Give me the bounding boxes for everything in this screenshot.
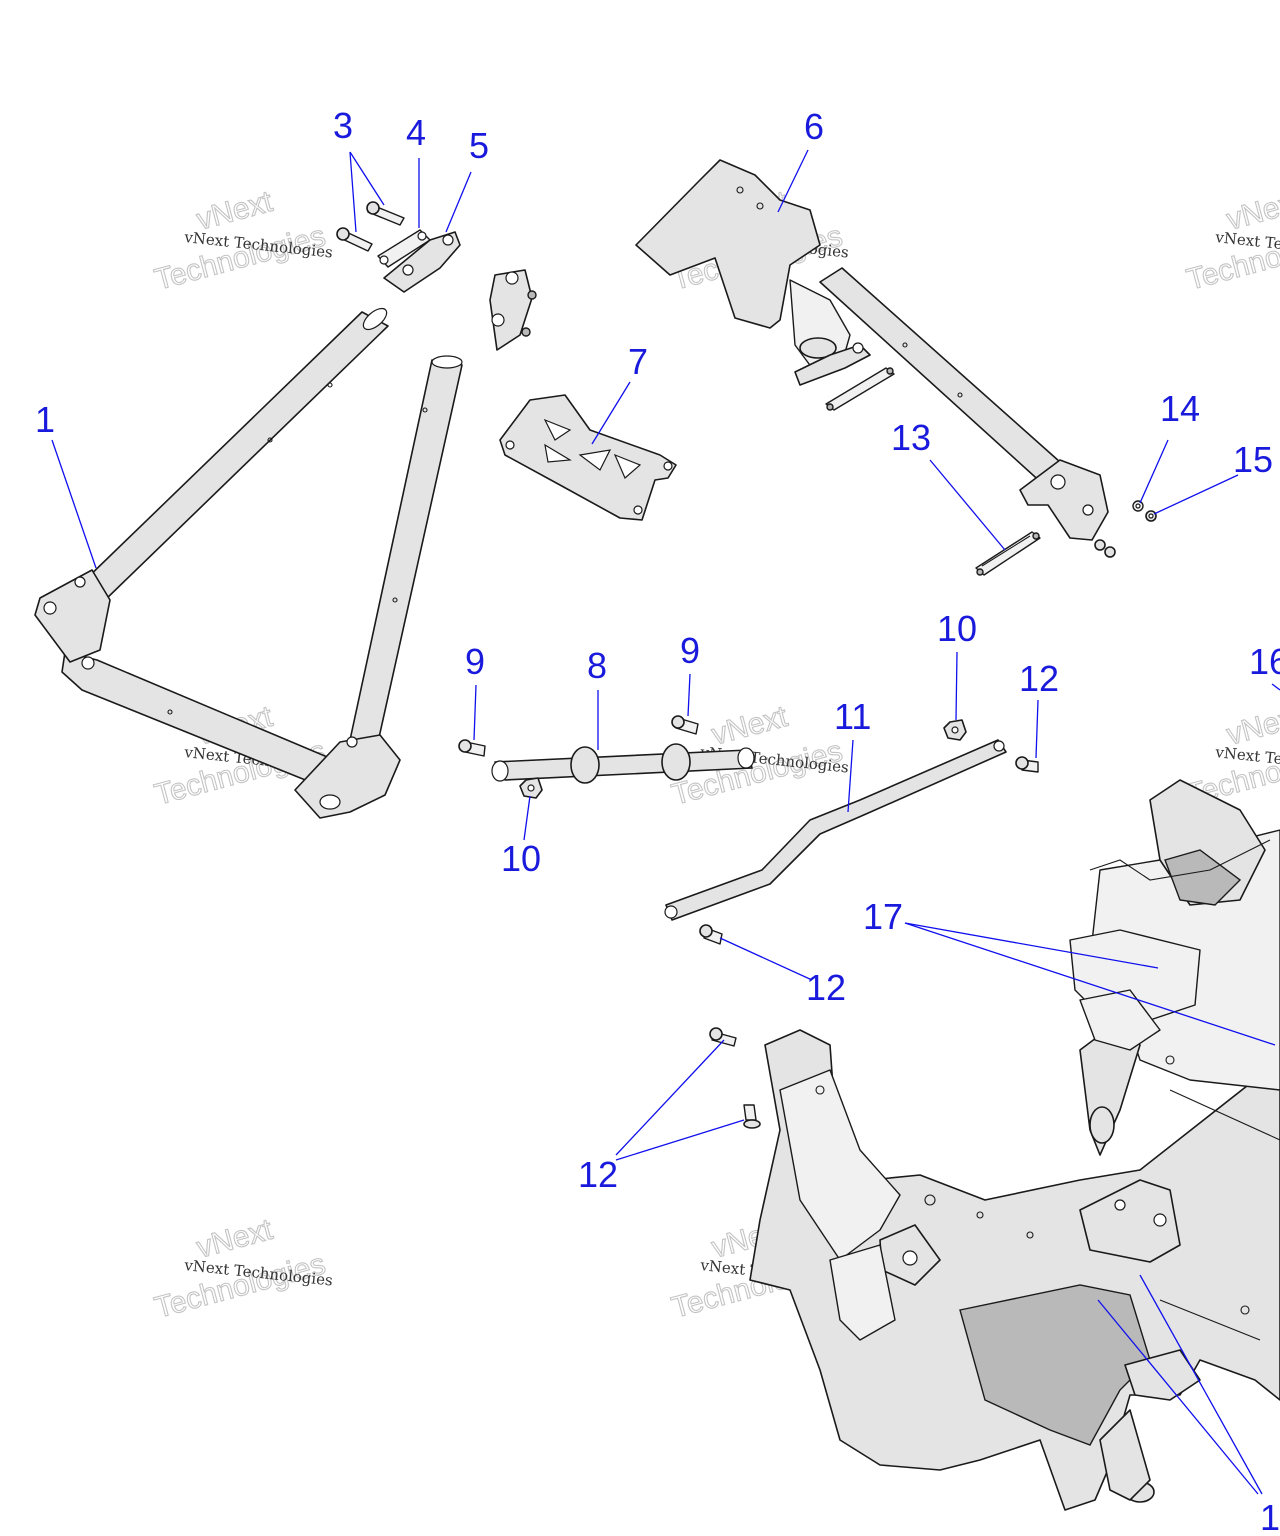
leader-12b	[719, 937, 813, 981]
leader-10b	[955, 651, 958, 721]
leader-12c	[615, 1039, 725, 1156]
callouts: 1 3 4 5 6 7 8 9 9 10 10 11 12 12 12 13 1…	[35, 105, 1280, 1536]
nuts-loose[interactable]	[1094, 539, 1116, 558]
part-10-nut-lower[interactable]	[519, 777, 543, 799]
callout-14[interactable]: 14	[1160, 388, 1200, 429]
leader-5	[445, 171, 472, 233]
callout-15[interactable]: 15	[1233, 439, 1273, 480]
part-6-support-tube[interactable]	[635, 159, 1109, 541]
watermark: vNext Technologies vNext Technologies	[151, 184, 334, 297]
callout-9-right[interactable]: 9	[680, 630, 700, 671]
watermark: vNext Technologies vNext Technologies	[151, 1212, 334, 1325]
callout-7[interactable]: 7	[628, 341, 648, 382]
watermark-large-text: vNext	[193, 185, 276, 237]
callout-4[interactable]: 4	[406, 112, 426, 153]
part-3-bolts[interactable]	[336, 201, 405, 252]
chassis-frame[interactable]	[749, 779, 1280, 1511]
callout-16[interactable]: 16	[1249, 641, 1280, 682]
callout-13[interactable]: 13	[891, 417, 931, 458]
leader-12d	[615, 1119, 745, 1161]
callout-5[interactable]: 5	[469, 125, 489, 166]
leader-3b	[349, 151, 357, 233]
callout-11[interactable]: 11	[834, 696, 871, 737]
callout-12-middle[interactable]: 12	[806, 967, 846, 1008]
leader-3a	[349, 151, 385, 206]
callout-12-lower[interactable]: 12	[578, 1154, 618, 1195]
watermark-large-text: vNext	[708, 700, 791, 752]
part-7-mounting-plate[interactable]	[499, 394, 677, 521]
leader-14	[1139, 439, 1169, 504]
leader-10a	[523, 795, 531, 841]
part-13-clip[interactable]	[975, 531, 1041, 576]
watermark: vNext Technologies vNext Technologies	[1183, 184, 1280, 297]
leader-12a	[1035, 699, 1039, 759]
callout-1[interactable]: 1	[35, 399, 55, 440]
part-11-curved-link[interactable]	[664, 739, 1007, 921]
callout-6[interactable]: 6	[804, 106, 824, 147]
part-14-washer[interactable]	[1132, 500, 1144, 512]
leader-7	[591, 381, 631, 445]
callout-10-lower[interactable]: 10	[501, 838, 541, 879]
callout-17[interactable]: 17	[863, 896, 903, 937]
watermark-large-text: vNext	[193, 1213, 276, 1265]
callout-12-upper[interactable]: 12	[1019, 658, 1059, 699]
part-15-nut[interactable]	[1145, 510, 1157, 522]
leader-9b	[687, 673, 691, 717]
part-12-bolt-c[interactable]	[709, 1027, 737, 1047]
part-5-clamp-bracket[interactable]	[383, 231, 461, 293]
callout-9-left[interactable]: 9	[465, 641, 485, 682]
callout-18-partial[interactable]: 1	[1260, 1497, 1280, 1536]
callout-10-upper[interactable]: 10	[937, 608, 977, 649]
leader-18a	[1097, 1299, 1259, 1495]
part-9-bolt-left[interactable]	[458, 739, 486, 757]
leader-15	[1153, 474, 1239, 515]
leader-17a	[904, 922, 1159, 969]
leader-18b	[1139, 1274, 1263, 1495]
part-1-a-frame-tube[interactable]	[34, 305, 463, 819]
part-12-bolt-b[interactable]	[699, 924, 723, 945]
leader-lines	[51, 149, 1280, 1495]
callout-8[interactable]: 8	[587, 645, 607, 686]
part-9-bolt-right[interactable]	[671, 715, 699, 735]
leader-9a	[473, 684, 477, 741]
leader-6	[777, 149, 809, 213]
leader-11	[847, 739, 854, 813]
clamp-bracket-loose[interactable]	[489, 269, 537, 351]
leader-13	[929, 459, 1006, 551]
leader-16	[1271, 683, 1280, 691]
leader-1	[51, 439, 97, 569]
part-10-nut-upper[interactable]	[943, 719, 967, 741]
part-8-tie-rod[interactable]	[491, 743, 755, 784]
part-12-bolt-a[interactable]	[1015, 756, 1039, 773]
leader-17b	[904, 922, 1276, 1046]
callout-3[interactable]: 3	[333, 105, 353, 146]
upper-clip[interactable]	[825, 367, 895, 411]
part-12-bolt-d[interactable]	[743, 1104, 761, 1129]
